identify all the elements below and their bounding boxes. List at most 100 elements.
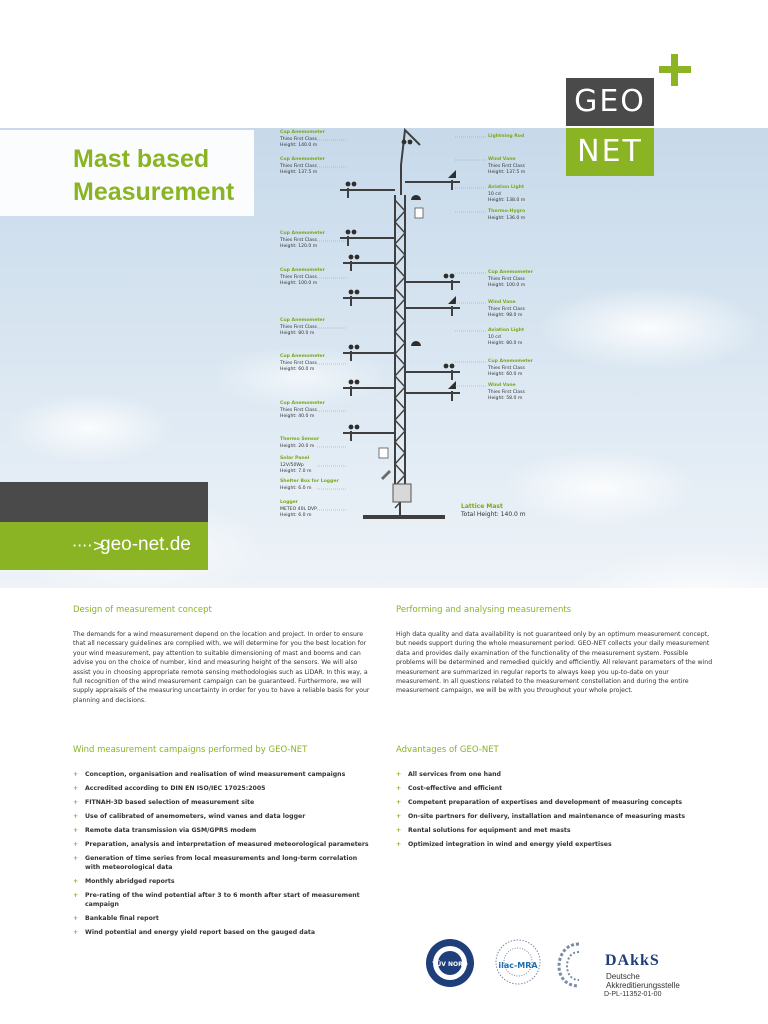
- mast-right-label-head: Lightning Rod: [488, 134, 525, 139]
- advantage-item-text: Optimized integration in wind and energy…: [408, 841, 612, 848]
- mast-right-label-line: Height: 98.0 m: [488, 313, 523, 318]
- lattice-brace: [394, 276, 406, 289]
- design-title: Design of measurement concept: [73, 605, 212, 615]
- mast-left-label-line: Thies First Class: [280, 360, 317, 366]
- plus-bullet-icon: +: [396, 785, 402, 792]
- lattice-brace: [394, 199, 406, 212]
- mast-right-label-line: Thies First Class: [488, 276, 525, 282]
- booms: [340, 180, 460, 441]
- campaigns-list: + Conception, organisation and realisatio…: [73, 770, 383, 942]
- arrow-icon: ····>: [72, 536, 106, 555]
- mast-right-label-line: 10 cd: [488, 191, 501, 197]
- campaign-item: +Remote data transmission via GSM/GPRS m…: [73, 826, 383, 835]
- lattice-brace: [394, 320, 406, 333]
- cup-anemometer-icon: [348, 424, 354, 430]
- advantage-item: +All services from one hand: [396, 770, 716, 779]
- lattice-head: Lattice Mast: [461, 503, 503, 510]
- mast-left-label-head: Cup Anemometer: [280, 130, 325, 135]
- mast-right-label-line: Thies First Class: [488, 389, 525, 395]
- cup-anemometer-icon: [345, 181, 351, 187]
- plus-bullet-icon: +: [73, 771, 79, 778]
- mast-right-label-line: Height: 60.0 m: [488, 372, 523, 377]
- campaign-item: + Conception, organisation and realisatio…: [73, 770, 383, 779]
- wind-vane-icon: [448, 170, 456, 178]
- campaign-item: +Pre-rating of the wind potential after …: [73, 891, 383, 909]
- lattice-brace: [394, 364, 406, 377]
- campaign-item: +Monthly abridged reports: [73, 877, 383, 886]
- campaign-item-text: FITNAH-3D based selection of measurement…: [85, 799, 255, 806]
- plus-bullet-icon: +: [73, 929, 79, 936]
- plus-bullet-icon: +: [73, 813, 79, 820]
- cup-anemometer-icon: [449, 273, 455, 279]
- lattice-bracing: [394, 199, 406, 509]
- dakks-emblem: [557, 942, 580, 988]
- lattice-brace: [394, 408, 406, 421]
- mast-right-label-line: Height: 136.0 m: [488, 215, 526, 221]
- campaign-item: +FITNAH-3D based selection of measuremen…: [73, 798, 383, 807]
- campaign-item-text: Monthly abridged reports: [85, 878, 175, 885]
- lattice-brace: [394, 463, 406, 476]
- tuv-nord-text: TÜV NORD: [432, 961, 467, 968]
- mast-left-label-head: Cup Anemometer: [280, 268, 325, 273]
- cup-anemometer-icon: [348, 289, 354, 295]
- aviation-light-icon: [411, 195, 421, 200]
- plus-icon: [655, 50, 695, 90]
- mast-left-label-head: Cup Anemometer: [280, 318, 325, 323]
- campaign-item-text: Conception, organisation and realisation…: [85, 771, 346, 778]
- lattice-brace: [394, 452, 406, 465]
- plus-bullet-icon: +: [73, 827, 79, 834]
- advantages-title: Advantages of GEO-NET: [396, 745, 499, 755]
- advantage-item: +Optimized integration in wind and energ…: [396, 840, 716, 849]
- mast-left-label-line: Height: 40.0 m: [280, 414, 315, 419]
- mast-left-label-line: Thies First Class: [280, 163, 317, 169]
- mast-left-label-head: Logger: [280, 500, 299, 505]
- logo-net: NET: [566, 128, 654, 176]
- cup-anemometer-icon: [354, 254, 360, 260]
- lattice-brace: [394, 254, 406, 267]
- wind-vane-icon: [448, 381, 456, 389]
- cup-anemometer-icon: [407, 139, 413, 145]
- cup-anemometer-icon: [348, 344, 354, 350]
- plus-bullet-icon: +: [73, 855, 79, 862]
- mast-right-label-line: Height: 100.0 m: [488, 283, 526, 288]
- design-text: The demands for a wind measurement depen…: [73, 631, 370, 704]
- cup-anemometer-icon: [354, 289, 360, 295]
- advantage-item-text: All services from one hand: [408, 771, 501, 778]
- thermo-hygro-icon: [414, 207, 424, 219]
- campaign-item: +Bankable final report: [73, 914, 383, 923]
- mast-right-label-line: Height: 137.5 m: [488, 170, 526, 175]
- sensors: [345, 139, 456, 480]
- advantage-item-text: On-site partners for delivery, installat…: [408, 813, 686, 820]
- lattice-mast-label: Lattice Mast Total Height: 140.0 m: [461, 503, 526, 519]
- mast-left-label-line: Height: 137.5 m: [280, 170, 318, 175]
- lattice-brace: [394, 232, 406, 245]
- lattice-brace: [394, 243, 406, 256]
- mast-left-label-line: METEO 40L DVP: [280, 506, 317, 512]
- wind-vane-icon: [448, 296, 456, 304]
- mast-right-label: Lightning Rod: [488, 134, 524, 141]
- lattice-brace: [394, 419, 406, 432]
- cup-anemometer-icon: [443, 363, 449, 369]
- plus-bullet-icon: +: [396, 813, 402, 820]
- mast-left-label-head: Cup Anemometer: [280, 401, 325, 406]
- mast-left-label-head: Thermo Sensor: [280, 437, 320, 442]
- mast-right-label-line: Thies First Class: [488, 163, 525, 169]
- title-line-2: Measurement: [73, 178, 235, 206]
- cup-anemometer-icon: [348, 254, 354, 260]
- mast-right-label-head: Cup Anemometer: [488, 270, 533, 275]
- mast-right-label-head: Wind Vane: [488, 383, 516, 388]
- lattice-brace: [394, 309, 406, 322]
- website-link[interactable]: geo-net.de: [100, 534, 191, 555]
- url-bar[interactable]: [0, 522, 208, 570]
